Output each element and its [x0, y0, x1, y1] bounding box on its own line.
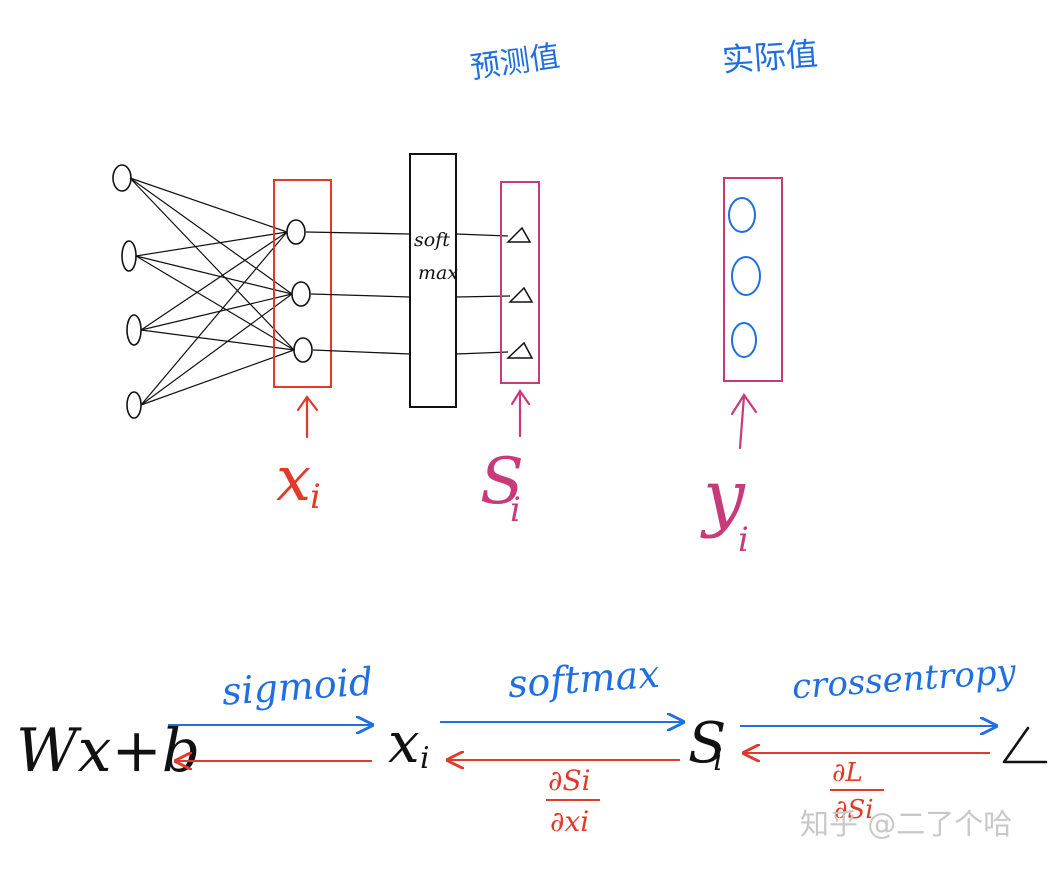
edge [129, 177, 293, 295]
loss-symbol: L [1000, 759, 1002, 761]
softmax-box-label-soft: soft [414, 229, 450, 251]
si-subscript: i [510, 490, 521, 530]
flow-si-symbol: S [688, 711, 726, 776]
yi-symbol: y [700, 454, 746, 540]
flow-si-subscript: i [713, 743, 723, 778]
output-triangles [506, 226, 534, 359]
actual-nodes [728, 197, 761, 358]
to-softmax-lines [305, 231, 411, 355]
actual-value-label: 实际值 [721, 35, 819, 80]
edge [140, 231, 288, 331]
hidden-layer [286, 219, 313, 363]
hidden-node [286, 219, 306, 245]
edge [129, 177, 288, 233]
actual-node [731, 256, 761, 296]
yi-pointer-arrow [730, 393, 758, 450]
edge [135, 231, 288, 257]
edge [140, 293, 293, 331]
edge [135, 255, 295, 351]
edge [140, 349, 295, 406]
input-layer [112, 164, 142, 419]
si-pointer-arrow [510, 388, 531, 438]
edge [140, 231, 288, 406]
flow-xi-subscript: i [420, 741, 430, 776]
input-node [126, 391, 142, 419]
hidden-node [291, 281, 311, 307]
output-triangle [506, 341, 534, 359]
grad1-numerator: ∂Si [548, 764, 591, 797]
connection-edges [129, 177, 295, 406]
xi-symbol: x [276, 442, 311, 515]
edge [135, 255, 293, 295]
grad1-denominator: ∂xi [550, 805, 589, 838]
hidden-node [293, 337, 313, 363]
stage2-label: softmax [506, 652, 661, 706]
flow-xi-symbol: x [388, 711, 420, 776]
stage1-label: sigmoid [220, 659, 374, 713]
edge [129, 177, 295, 351]
yi-layer-box [723, 177, 783, 382]
input-expression: Wx+b [16, 716, 200, 786]
input-node [126, 314, 142, 346]
si-symbol: S [480, 445, 524, 519]
edge [140, 293, 293, 406]
grad2-numerator: ∂L [832, 758, 863, 788]
predicted-value-label: 预测值 [468, 39, 562, 86]
output-triangle [508, 286, 534, 303]
softmax-box-label-max: max [418, 262, 458, 284]
xi-subscript: i [310, 477, 321, 517]
softmax-box [409, 153, 457, 408]
grad2-denominator: ∂Si [834, 795, 874, 825]
stage3-label: crossentropy [791, 652, 1018, 708]
yi-subscript: i [738, 520, 749, 560]
actual-node [731, 322, 757, 358]
loss-symbol-mark [1002, 726, 1048, 764]
input-node [112, 164, 132, 192]
output-triangle [506, 226, 532, 243]
xi-pointer-arrow [296, 395, 319, 439]
watermark: 知乎 @二了个哈 [800, 807, 1012, 841]
actual-node [728, 197, 756, 233]
edge [140, 329, 295, 351]
xi-layer-box [273, 179, 332, 388]
input-node [121, 240, 137, 272]
si-layer-box [500, 181, 540, 384]
